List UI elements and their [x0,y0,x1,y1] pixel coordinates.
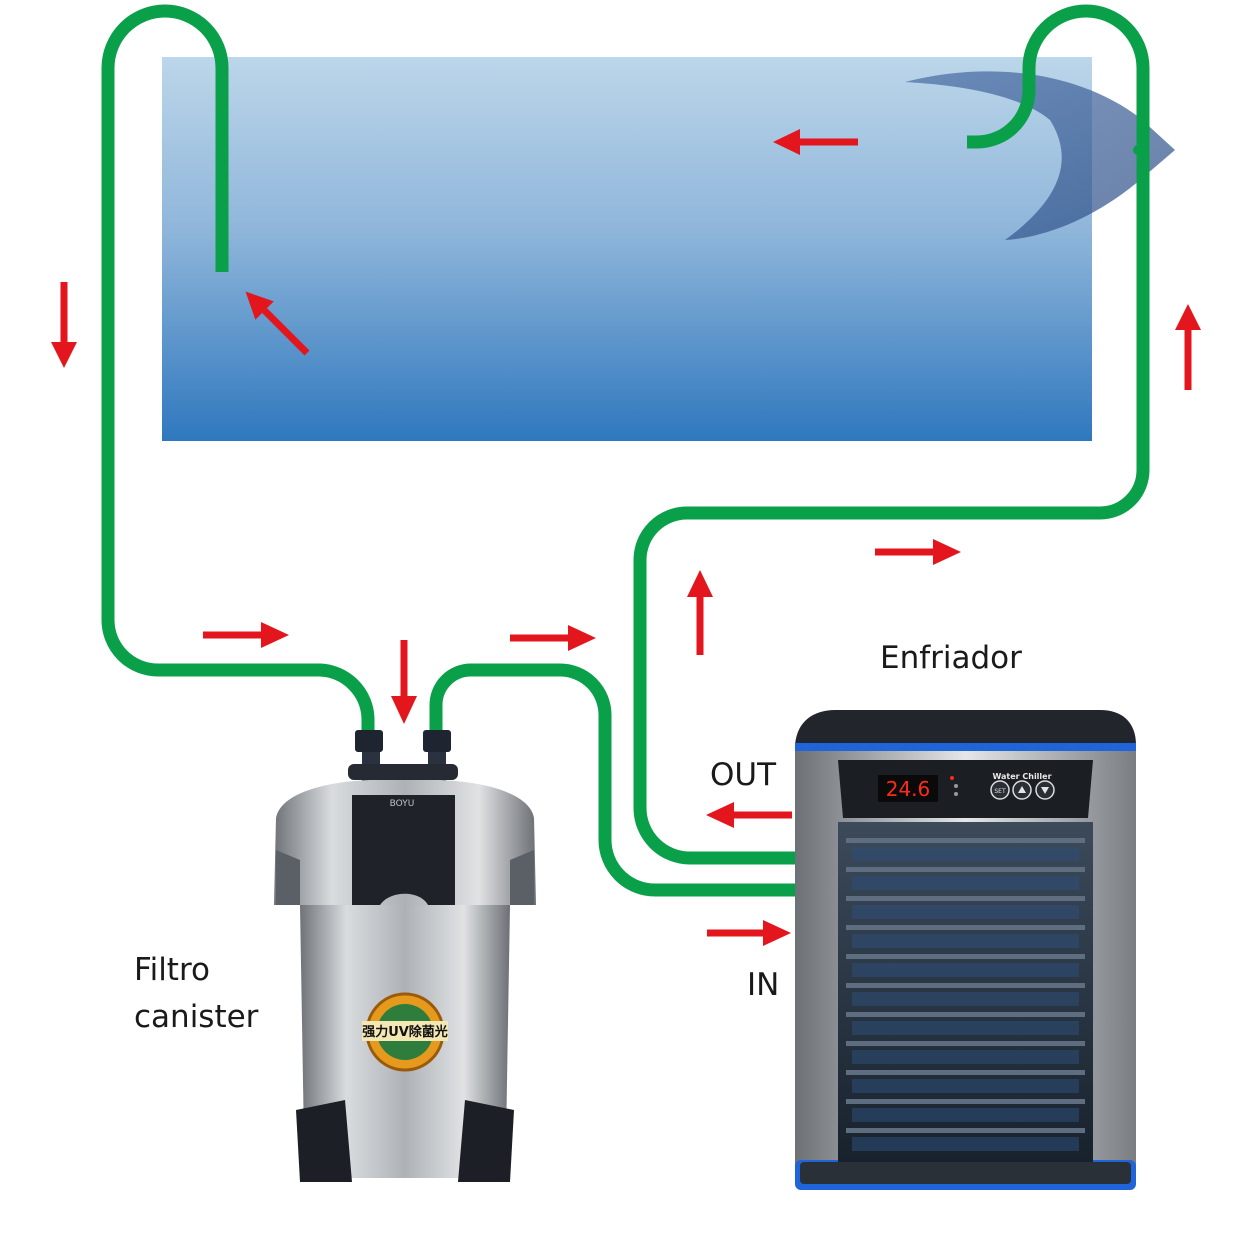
arrow-down-filter [391,640,417,724]
chiller-label: Enfriador [880,640,1022,676]
temperature-value: 24.6 [886,777,931,801]
arrow-out-chiller [706,802,792,828]
arrow-right-filter-out [510,625,596,651]
grille-mesh [852,992,1079,1006]
uv-badge-text: 强力UV除菌光 [362,1024,448,1040]
intake-pipe [101,4,375,738]
grille-slat [846,896,1085,901]
grille-mesh [852,1021,1079,1035]
arrow-up-chiller-return [687,570,713,655]
grille-slat [846,925,1085,930]
grille-slat [846,1041,1085,1046]
arrow-in-chiller [707,920,791,946]
grille-mesh [852,934,1079,948]
arrow-left-tank [773,129,858,155]
arrow-up-left-tank [245,291,310,356]
aquarium-tank [162,57,1092,441]
water-chiller: 24.6 Water Chiller SET [795,710,1136,1190]
arrow-down-left [51,282,77,368]
grille-mesh [852,876,1079,890]
grille-slat [846,983,1085,988]
grille-slat [846,838,1085,843]
grille-slat [846,1099,1085,1104]
grille-slat [846,1012,1085,1017]
grille-mesh [852,1108,1079,1122]
filter-label-line2: canister [134,999,259,1035]
grille-slat [846,1128,1085,1133]
grille-mesh [852,905,1079,919]
flow-arrows [51,129,1201,946]
pipe-system [101,4,1150,897]
filter-label-line1: Filtro [134,952,210,988]
return-pipe [633,4,1150,865]
chiller-brand: Water Chiller [992,772,1051,781]
grille-slat [846,1070,1085,1075]
filter-brand-text: BOYU [390,799,415,809]
filter-to-chiller-pipe [429,663,795,897]
grille-mesh [852,1050,1079,1064]
grille-mesh [852,847,1079,861]
grille-slat [846,954,1085,959]
grille-slats [846,838,1085,1151]
arrow-right-bottom-left [203,622,289,648]
arrow-right-return [875,539,961,565]
fish-logo [905,71,1175,240]
temperature-display [878,775,938,802]
grille-mesh [852,1137,1079,1151]
arrow-up-right [1175,304,1201,390]
grille-slat [846,867,1085,872]
set-button[interactable] [990,780,1010,800]
out-label: OUT [710,757,777,793]
grille-mesh [852,1079,1079,1093]
set-button-label: SET [994,788,1006,795]
in-label: IN [747,967,779,1003]
grille-mesh [852,963,1079,977]
canister-filter: BOYU 强力UV除菌光 [274,730,536,1182]
